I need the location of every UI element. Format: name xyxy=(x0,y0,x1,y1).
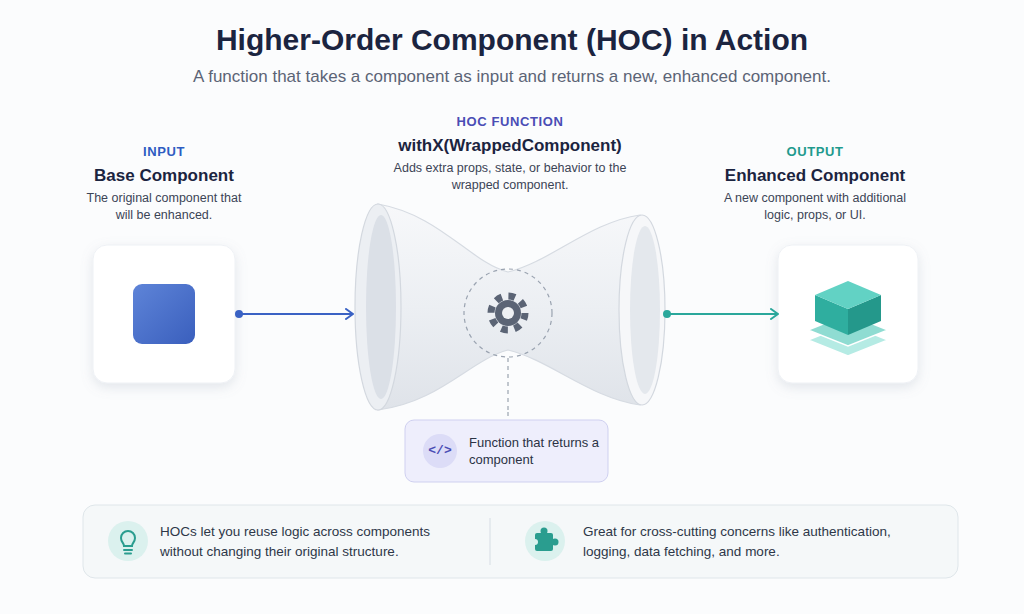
bulb-icon xyxy=(121,531,135,554)
component-heading: withX(WrappedComponent) xyxy=(340,135,680,157)
callout-box xyxy=(405,420,608,482)
edge-group xyxy=(508,412,509,420)
node-outline xyxy=(778,245,918,383)
bulb-icon-circle xyxy=(108,521,148,561)
base-card xyxy=(93,245,235,383)
connector xyxy=(239,313,353,315)
tip-text: HOCs let you reuse logic across componen… xyxy=(160,522,450,562)
graphic-part xyxy=(491,296,525,330)
tips-panel-node: HOCs let you reuse logic across componen… xyxy=(83,505,958,578)
heading-group: INPUT Base ComponentThe original componen… xyxy=(63,143,265,224)
graphic-part xyxy=(630,226,660,394)
callout-text: Function that returns a component xyxy=(469,434,602,468)
component-description: Adds extra props, state, or behavior to … xyxy=(385,160,635,194)
tips-panel xyxy=(83,505,958,578)
base-square xyxy=(133,284,195,344)
graphic-part xyxy=(815,281,881,309)
heading-group: OUTPUT Enhanced Component A new component … xyxy=(700,143,930,224)
graphic-part xyxy=(355,204,401,410)
graphic-part xyxy=(502,307,514,319)
graphic-part xyxy=(378,204,640,410)
diagram-title: Higher-Order Component (HOC) in Action xyxy=(0,22,1024,58)
node-outline xyxy=(93,245,235,383)
component-description: A new component with additional logic, p… xyxy=(713,190,918,224)
graphic-part xyxy=(552,539,559,546)
hoc-function-node: HOC FUNCTION withX(WrappedComponent) Adds … xyxy=(340,110,680,415)
edge-group xyxy=(235,310,353,318)
section-kicker: HOC FUNCTION xyxy=(340,113,680,131)
gear-icon xyxy=(491,296,525,330)
graphic-part xyxy=(121,531,135,546)
code-icon-circle xyxy=(423,434,457,468)
graphic-part xyxy=(541,528,548,535)
section-kicker: OUTPUT xyxy=(700,143,930,161)
puzzle-icon xyxy=(532,528,559,552)
connector-start-dot xyxy=(235,310,243,318)
input-node: INPUT Base ComponentThe original componen… xyxy=(63,140,265,385)
enhanced-card xyxy=(778,245,918,383)
component-description: The original component that will be enha… xyxy=(82,190,247,224)
connector xyxy=(667,313,778,315)
hoc-funnel xyxy=(355,204,665,410)
component-heading: Base Component xyxy=(63,165,265,187)
heading-group: HOC FUNCTION withX(WrappedComponent) Adds … xyxy=(340,113,680,194)
graphic-part xyxy=(619,215,665,405)
node-outline xyxy=(353,200,663,412)
section-kicker: INPUT xyxy=(63,143,265,161)
graphic-part xyxy=(366,215,396,399)
puzzle-icon-circle xyxy=(525,521,565,561)
layer-stack xyxy=(808,281,888,356)
code-icon: </> xyxy=(423,434,457,468)
component-heading: Enhanced Component xyxy=(700,165,930,187)
graphic-part xyxy=(532,539,538,545)
callout-node: </> Function that returns a component xyxy=(405,420,608,482)
output-node: OUTPUT Enhanced Component A new component … xyxy=(700,140,930,385)
connector xyxy=(507,412,508,420)
tip-wrap: Great for cross-cutting concerns like au… xyxy=(583,505,938,578)
tip-text: Great for cross-cutting concerns like au… xyxy=(583,522,938,562)
edge-group xyxy=(663,310,778,318)
panel-divider xyxy=(490,518,491,565)
leader-line xyxy=(507,358,508,412)
tip-wrap: HOCs let you reuse logic across componen… xyxy=(160,505,450,578)
graphic-part xyxy=(495,300,521,326)
diagram-caption: A function that takes a component as inp… xyxy=(0,66,1024,88)
callout-text-wrap: Function that returns a component xyxy=(469,420,602,482)
connector-start-dot xyxy=(663,310,671,318)
graphic-part xyxy=(124,550,132,554)
gear-ring xyxy=(464,269,552,357)
